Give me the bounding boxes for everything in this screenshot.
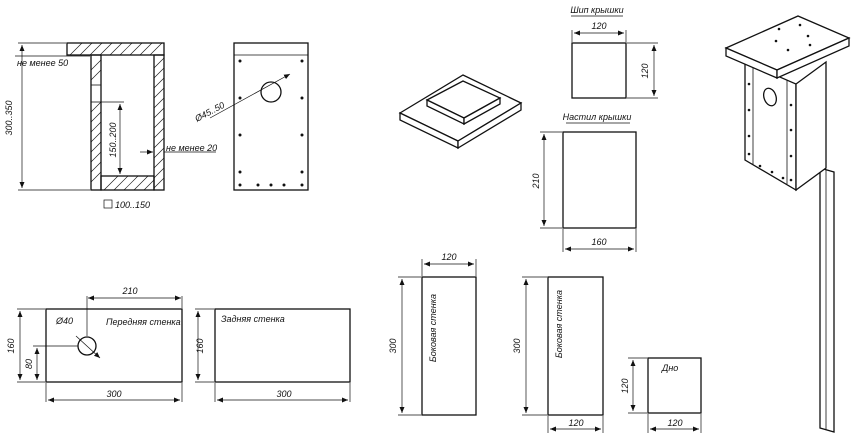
lid-deck-title: Настил крышки xyxy=(563,112,632,122)
side-wall-1-title: Боковая стенка xyxy=(428,294,438,362)
lid-top-title: Шип крышки xyxy=(570,5,623,15)
dim-side-1-width: 120 xyxy=(441,252,456,262)
side-wall-2-title: Боковая стенка xyxy=(554,290,564,358)
dim-front-hole-offset-y: 80 xyxy=(24,359,34,369)
front-wall-panel xyxy=(45,308,183,383)
dim-lid-top-height: 120 xyxy=(640,63,650,78)
side-wall-2: Боковая стенка 300 120 xyxy=(512,276,604,433)
section-hatching xyxy=(69,42,165,191)
back-view: Ø45..50 xyxy=(192,42,309,191)
dim-bottom-width: 120 xyxy=(667,418,682,428)
dim-front-hole-offset-x: 210 xyxy=(121,286,137,296)
screw-dots xyxy=(238,59,304,187)
dim-lid-top-width: 120 xyxy=(591,21,606,31)
birdhouse-side xyxy=(795,60,827,192)
dim-front-height: 160 xyxy=(6,338,16,353)
dim-lid-deck-width: 160 xyxy=(591,237,606,247)
back-wall-panel xyxy=(214,308,351,383)
dim-bottom-height: 120 xyxy=(620,378,630,393)
side-wall-1: Боковая стенка 120 300 xyxy=(388,252,477,416)
dim-lid-deck-height: 210 xyxy=(531,173,541,189)
dim-min-50: не менее 50 xyxy=(17,58,68,68)
dim-side-2-width: 120 xyxy=(568,418,583,428)
birdhouse-entrance-hole xyxy=(763,87,777,107)
front-wall: Ø40 Передняя стенка 210 160 80 300 xyxy=(6,286,183,403)
dim-front-width: 300 xyxy=(106,389,121,399)
side-wall-2-panel xyxy=(547,276,604,416)
lid-deck: Настил крышки 210 160 xyxy=(531,112,637,252)
side-wall-1-panel xyxy=(421,276,477,416)
dim-back-width: 300 xyxy=(276,389,291,399)
back-view-panel xyxy=(233,42,309,191)
lid-top-panel xyxy=(571,42,627,99)
dim-floor-square: 100..150 xyxy=(115,200,150,210)
dim-hole-height: 150..200 xyxy=(108,122,118,157)
back-wall-title: Задняя стенка xyxy=(221,314,285,324)
lid-deck-panel xyxy=(562,131,637,229)
dim-min-20: не менее 20 xyxy=(166,143,217,153)
bottom-panel-group: Дно 120 120 xyxy=(620,357,702,433)
lid-isometric xyxy=(398,74,523,150)
section-left-wall xyxy=(90,54,102,191)
birdhouse-pole xyxy=(819,167,835,433)
section-view: 300..350 не менее 50 150..200 не менее 2… xyxy=(4,42,217,210)
section-roof xyxy=(66,42,165,56)
section-floor xyxy=(100,175,155,191)
back-wall: Задняя стенка 160 300 xyxy=(195,308,351,403)
dim-side-1-height: 300 xyxy=(388,338,398,353)
entrance-hole xyxy=(260,81,282,103)
section-right-wall xyxy=(153,54,165,191)
bottom-panel xyxy=(647,357,702,414)
dim-side-2-height: 300 xyxy=(512,338,522,353)
bottom-title: Дно xyxy=(661,363,678,373)
dim-height-total: 300..350 xyxy=(4,100,14,135)
dim-back-height: 160 xyxy=(195,338,205,353)
birdhouse-isometric xyxy=(724,15,851,433)
front-wall-hole-label: Ø40 xyxy=(55,316,73,326)
front-wall-title: Передняя стенка xyxy=(106,317,181,327)
lid-top: Шип крышки 120 120 xyxy=(570,5,658,99)
